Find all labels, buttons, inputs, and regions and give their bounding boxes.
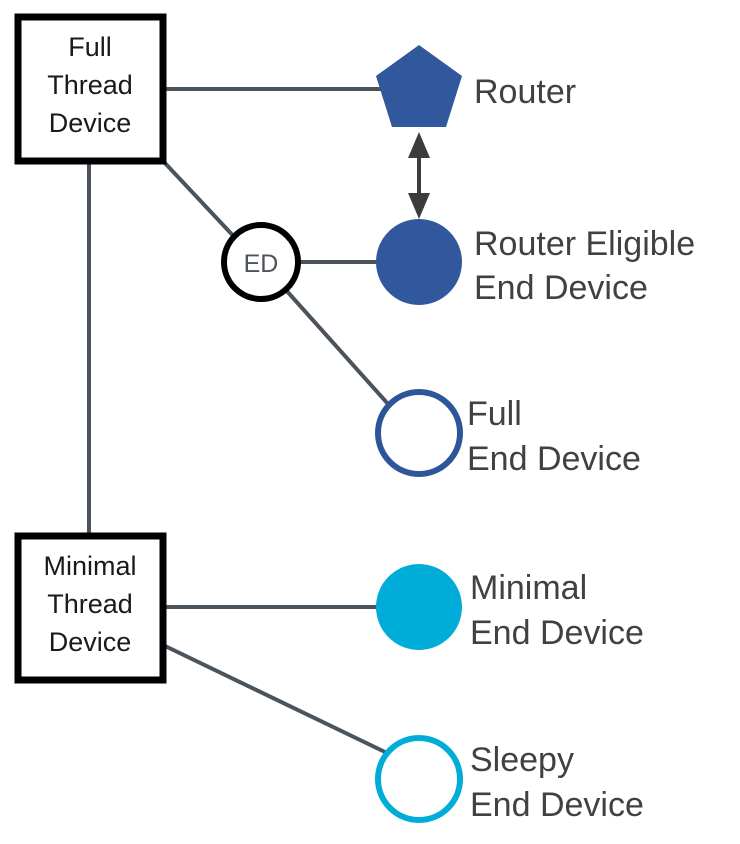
full-thread-device-label-line1: Full: [68, 32, 112, 62]
node-end-device[interactable]: ED: [221, 222, 301, 302]
full-thread-device-label-line3: Device: [49, 108, 132, 138]
end-device-label: ED: [244, 250, 279, 278]
legend-item-minimal-end-device[interactable]: Minimal End Device: [376, 564, 644, 652]
minimal-thread-device-box-shape: [14, 532, 167, 684]
minimal-thread-device-label-line1: Minimal: [43, 551, 136, 581]
legend-label-sleepy-end-device-line1: Sleepy: [470, 741, 574, 779]
legend-item-full-end-device[interactable]: Full End Device: [375, 389, 641, 478]
legend-item-router[interactable]: Router: [376, 45, 576, 127]
node-minimal-thread-device[interactable]: Minimal Thread Device: [14, 532, 167, 684]
legend-label-router-eligible-end-device-line2: End Device: [474, 269, 648, 307]
arrow-head-down-icon: [408, 193, 430, 219]
full-end-device-circle-icon: [375, 389, 463, 477]
connector-mtd-to-sleepy-end-device: [162, 643, 386, 754]
legend-label-sleepy-end-device-line2: End Device: [470, 786, 644, 824]
legend-label-minimal-end-device-line2: End Device: [470, 614, 644, 652]
legend-label-minimal-end-device-line1: Minimal: [470, 569, 587, 607]
legend-label-full-end-device-line1: Full: [467, 395, 522, 433]
legend-item-sleepy-end-device[interactable]: Sleepy End Device: [375, 735, 644, 824]
minimal-end-device-circle-icon: [376, 564, 462, 650]
legend-label-router-eligible-end-device-line1: Router Eligible: [474, 225, 695, 263]
minimal-thread-device-label-line3: Device: [49, 627, 132, 657]
arrow-head-up-icon: [408, 132, 430, 158]
connector-ftd-to-ed: [161, 159, 242, 245]
full-thread-device-box-shape: [14, 13, 167, 165]
legend-label-full-end-device-line2: End Device: [467, 440, 641, 478]
minimal-thread-device-label-line2: Thread: [47, 589, 133, 619]
legend-item-router-eligible-end-device[interactable]: Router Eligible End Device: [376, 219, 695, 307]
end-device-circle-shape: [221, 222, 301, 302]
sleepy-end-device-circle-icon: [375, 735, 463, 823]
connector-group: [87, 87, 390, 754]
full-thread-device-label-line2: Thread: [47, 70, 133, 100]
connector-ed-to-full-end-device: [283, 287, 390, 406]
node-full-thread-device[interactable]: Full Thread Device: [14, 13, 167, 165]
router-eligible-end-device-circle-icon: [376, 219, 462, 305]
legend-label-router-line1: Router: [474, 73, 576, 111]
router-reed-bidirectional-arrow: [408, 132, 430, 219]
router-pentagon-icon: [376, 45, 462, 127]
